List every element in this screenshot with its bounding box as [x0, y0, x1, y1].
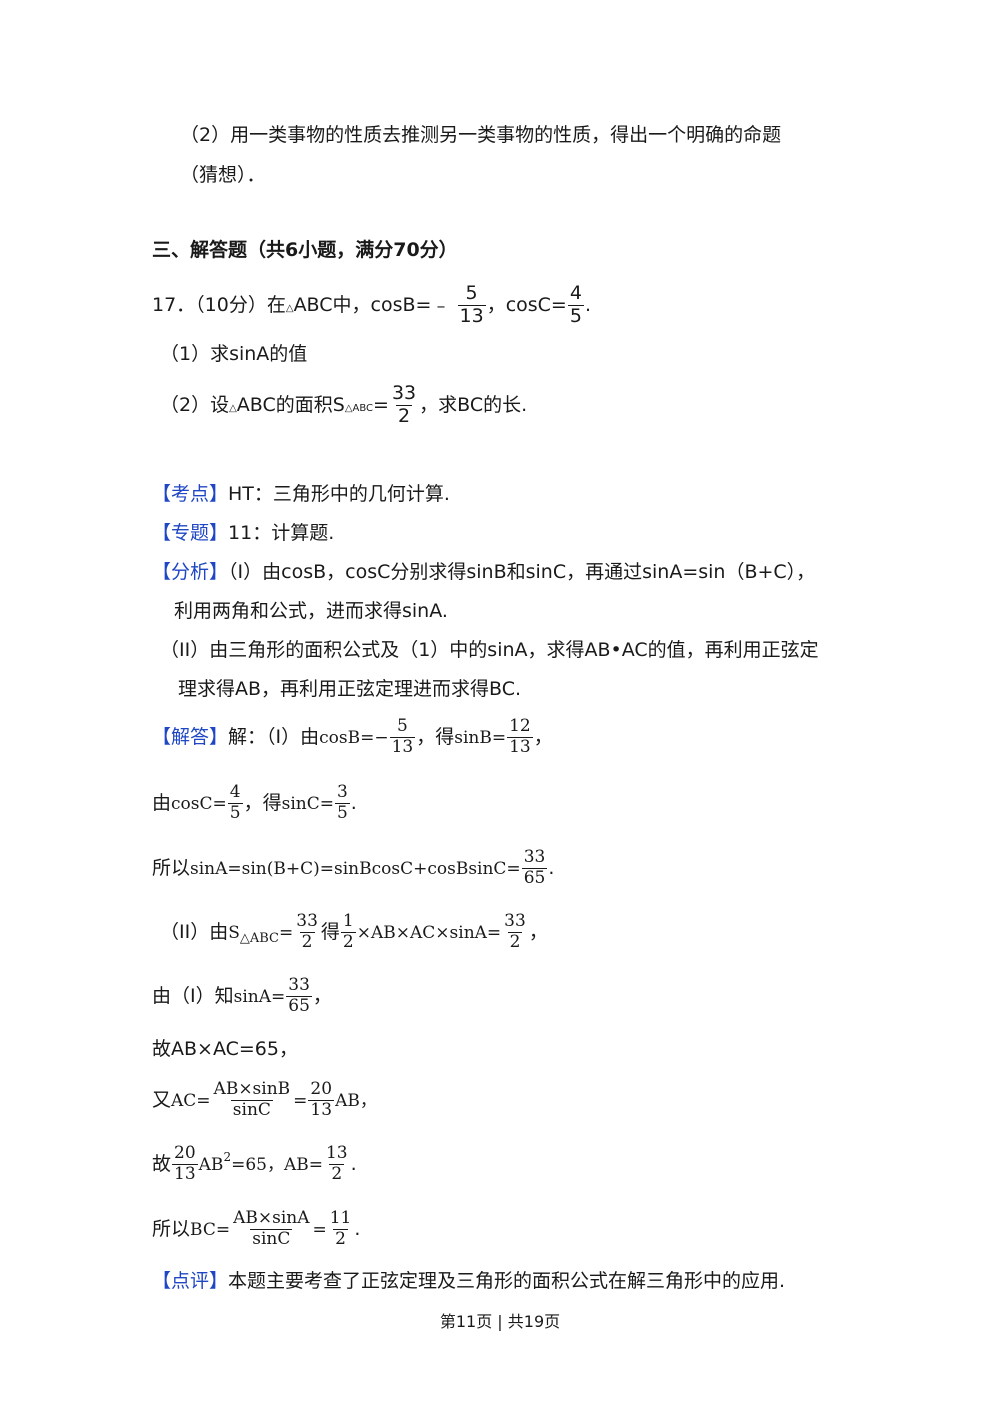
kaodian-tag: 【考点】	[152, 483, 229, 505]
fenxi-line2: 利用两角和公式，进而求得sinA.	[174, 600, 448, 622]
q17-cosC: ，cosC=	[486, 293, 567, 316]
fenxi-line1: 【分析】（I）由cosB，cosC分别求得sinB和sinC，再通过sinA=s…	[152, 561, 816, 583]
q17-part1: （1）求sinA的值	[160, 343, 308, 365]
triangle-symbol: △	[229, 402, 237, 414]
zhuanti: 【专题】11：计算题.	[152, 522, 335, 544]
jieda-line6: 故AB×AC=65，	[152, 1038, 298, 1060]
fenxi-line4: 理求得AB，再利用正弦定理进而求得BC.	[178, 678, 522, 700]
intro-p2-line2: （猜想）．	[180, 164, 266, 186]
intro-p2-line1: （2）用一类事物的性质去推测另一类事物的性质，得出一个明确的命题	[180, 124, 782, 146]
fenxi-line3: （II）由三角形的面积公式及（1）中的sinA，求得AB•AC的值，再利用正弦定	[160, 639, 819, 661]
section-heading: 三、解答题（共6小题，满分70分）	[152, 239, 458, 261]
triangle-symbol: △	[285, 302, 294, 314]
jieda-tag: 【解答】	[152, 725, 229, 748]
fenxi-tag: 【分析】	[152, 561, 229, 583]
page-footer: 第11页 | 共19页	[439, 1312, 561, 1331]
kaodian: 【考点】HT：三角形中的几何计算.	[152, 483, 450, 505]
dianping-tag: 【点评】	[152, 1270, 229, 1292]
q17-abc: ABC中，cosB=﹣	[293, 293, 451, 316]
q17-lead: 17．（10分）在	[152, 293, 286, 316]
zhuanti-tag: 【专题】	[152, 522, 229, 544]
dianping: 【点评】本题主要考查了正弦定理及三角形的面积公式在解三角形中的应用.	[152, 1270, 786, 1292]
